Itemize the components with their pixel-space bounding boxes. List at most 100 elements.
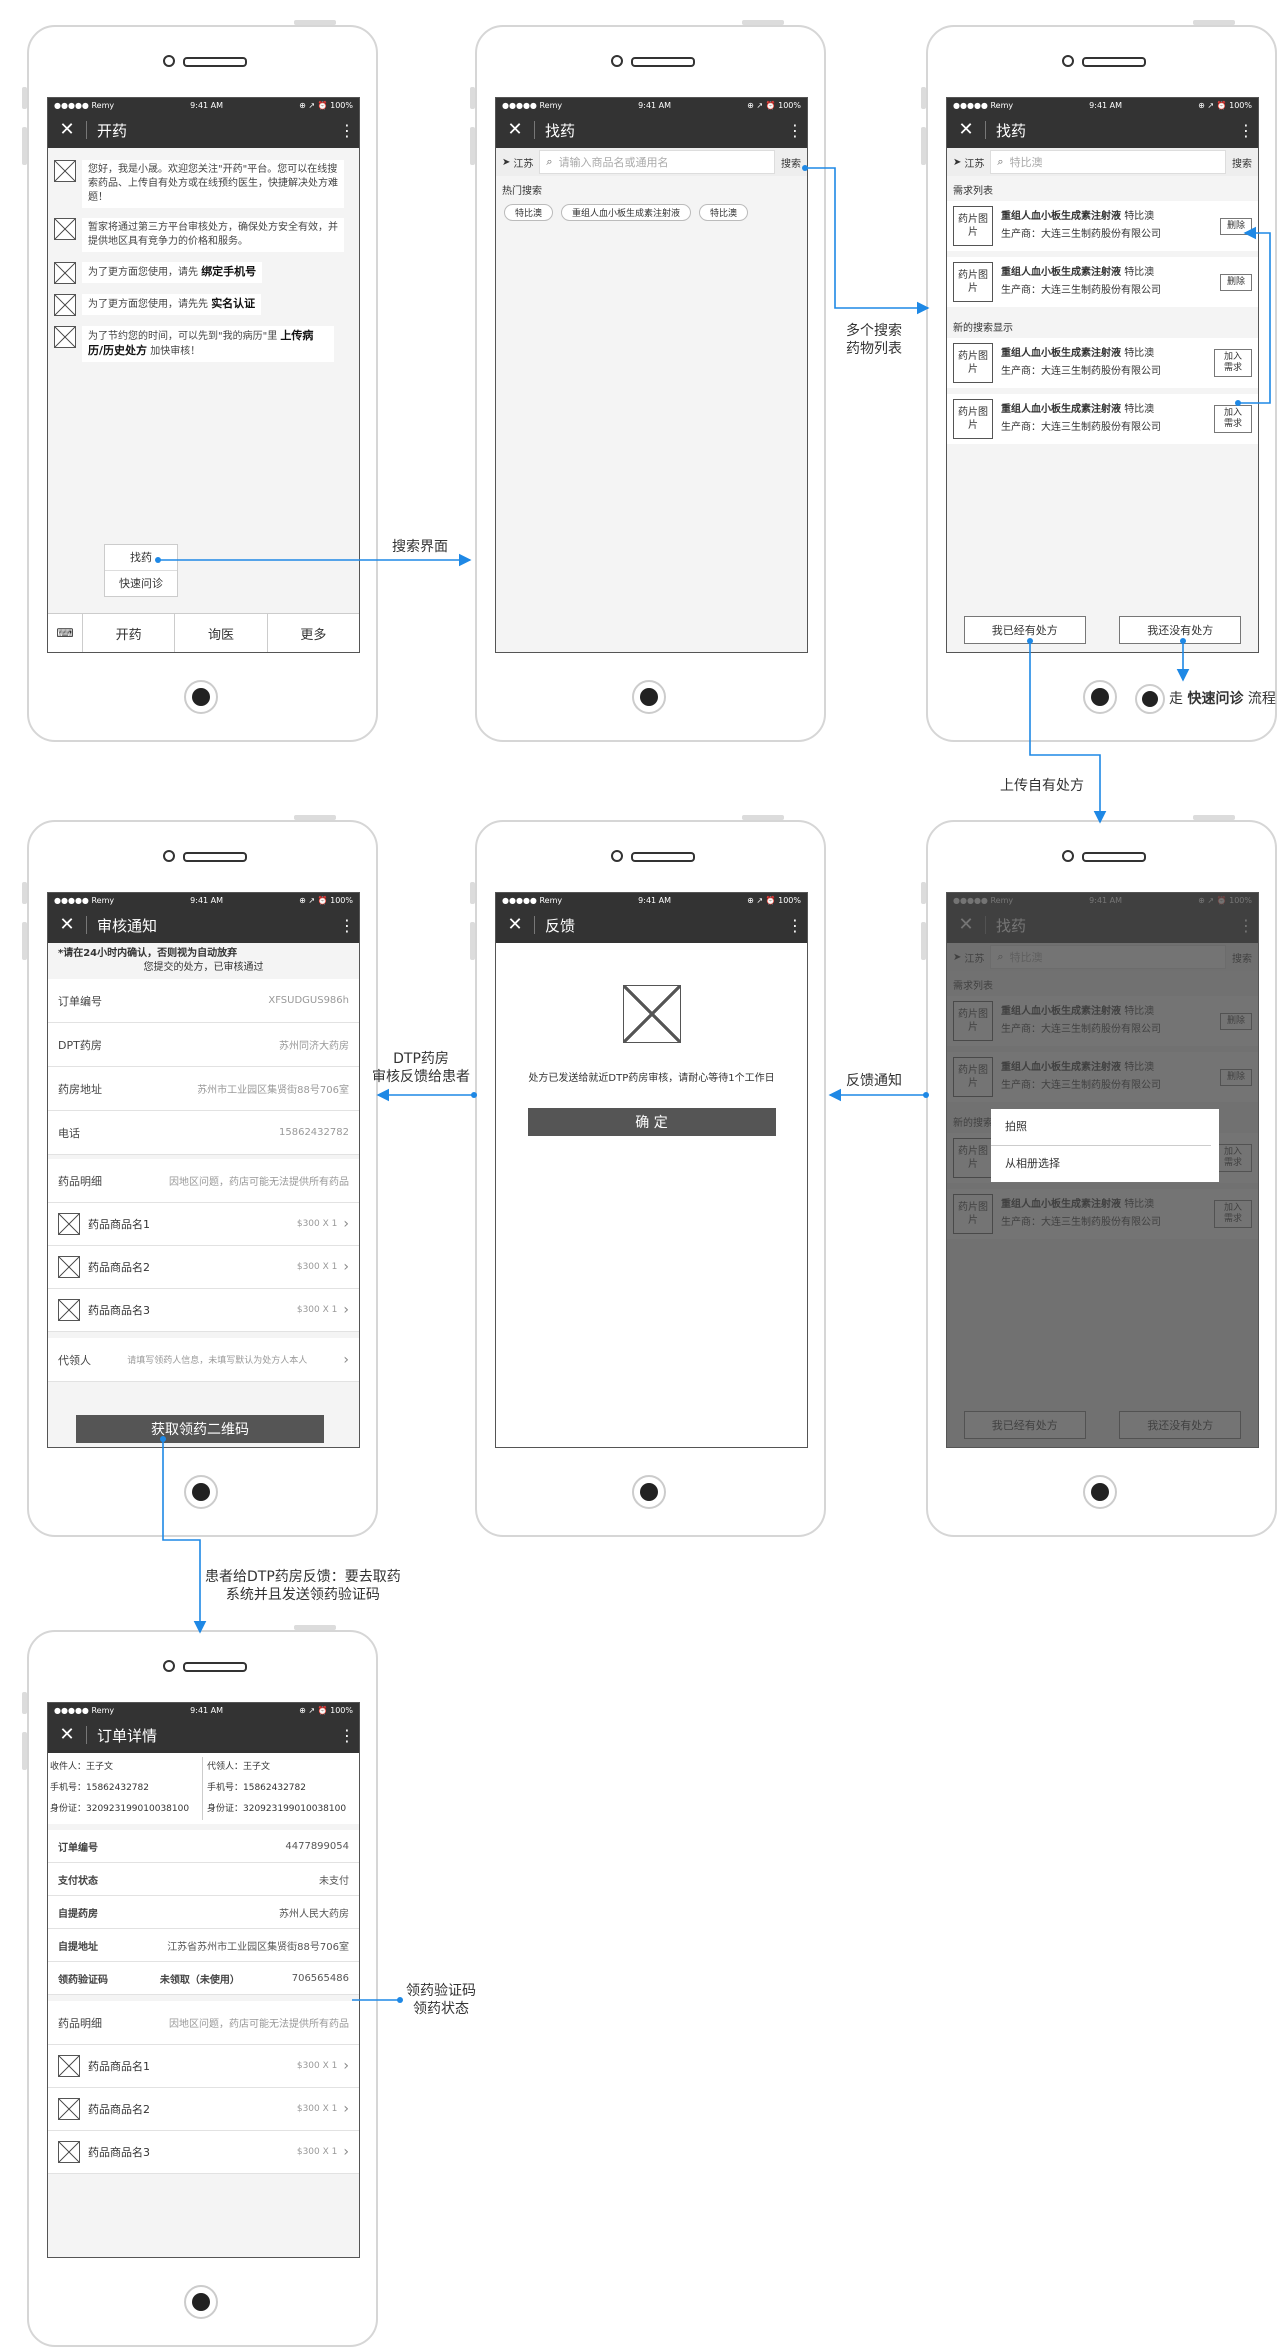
- list-item[interactable]: 药片图片重组人血小板生成素注射液 特比澳生产商：大连三生制药股份有限公司删除: [947, 257, 1258, 307]
- confirm-button[interactable]: 确 定: [527, 1108, 776, 1136]
- page-title: 找药: [996, 121, 1027, 140]
- delete-button[interactable]: 删除: [1219, 273, 1252, 291]
- drug-detail-row: 药品明细因地区问题，药店可能无法提供所有药品: [48, 2001, 359, 2045]
- search-input[interactable]: ⌕请输入商品名或通用名: [539, 150, 775, 174]
- more-icon[interactable]: ⋮: [787, 120, 803, 140]
- tab-more[interactable]: 更多: [300, 627, 327, 643]
- list-item[interactable]: 药片图片重组人血小板生成素注射液 特比澳生产商：大连三生制药股份有限公司删除: [947, 201, 1258, 251]
- search-bar: ➤ 江苏 ⌕请输入商品名或通用名 搜索: [496, 148, 807, 176]
- pharmacy-row: DPT药房苏州同济大药房: [48, 1023, 359, 1067]
- label-verify-status: 领药验证码 领药状态: [406, 1983, 476, 2017]
- drug-thumb-icon: [58, 2141, 80, 2163]
- close-icon[interactable]: ✕: [947, 121, 986, 139]
- more-icon[interactable]: ⋮: [1238, 120, 1254, 140]
- verify-code-row: 领药验证码未领取（未使用）706565486: [48, 1962, 359, 1995]
- search-button[interactable]: 搜索: [781, 158, 801, 170]
- screen-search-results: ●●●●● Remy 9:41 AM⊕ ↗ ⏰ 100% ✕ 找药 ⋮ ➤ 江苏…: [946, 97, 1259, 653]
- add-demand-button[interactable]: 加入需求: [1214, 349, 1252, 377]
- add-demand-button[interactable]: 加入需求: [1214, 405, 1252, 433]
- status-bar: ●●●●● Remy 9:41 AM⊕ ↗ ⏰ 100%: [947, 98, 1258, 112]
- section-new-search: 新的搜索显示: [953, 323, 1013, 334]
- chevron-right-icon: ›: [343, 1216, 349, 1232]
- more-icon[interactable]: ⋮: [339, 915, 355, 935]
- home-button: [184, 1475, 218, 1509]
- camera-icon: [163, 850, 175, 862]
- phone-frame-2: ●●●●● Remy 9:41 AM⊕ ↗ ⏰ 100% ✕ 找药 ⋮ ➤ 江苏…: [470, 20, 826, 742]
- more-icon[interactable]: ⋮: [339, 1725, 355, 1745]
- close-icon[interactable]: ✕: [496, 121, 535, 139]
- hot-tag[interactable]: 特比澳: [699, 204, 749, 221]
- avatar-icon: [54, 218, 76, 240]
- pickup-pharmacy-row: 自提药房苏州人民大药房: [48, 1896, 359, 1929]
- page-title: 找药: [545, 121, 576, 140]
- more-icon[interactable]: ⋮: [787, 915, 803, 935]
- home-button: [184, 680, 218, 714]
- hot-tag[interactable]: 特比澳: [504, 204, 554, 221]
- real-name-link[interactable]: 实名认证: [211, 297, 256, 310]
- arrow-upload: [1029, 641, 1107, 824]
- agent-row[interactable]: 代领人请填写领药人信息，未填写默认为处方人本人›: [48, 1338, 359, 1382]
- menu-item-find-drug[interactable]: 找药: [105, 545, 177, 571]
- list-item[interactable]: 药片图片重组人血小板生成素注射液 特比澳生产商：大连三生制药股份有限公司加入需求: [947, 338, 1258, 388]
- upload-history-link[interactable]: 上传病历/历史处方: [88, 329, 314, 357]
- screen-upload-sheet: ●●●●● Remy 9:41 AM⊕ ↗ ⏰ 100% ✕ 找药 ⋮ ➤ 江苏…: [946, 892, 1259, 1448]
- phone-frame-6: ●●●●● Remy 9:41 AM⊕ ↗ ⏰ 100% ✕ 找药 ⋮ ➤ 江苏…: [921, 815, 1277, 1537]
- speaker-icon: [183, 57, 247, 67]
- take-photo-option[interactable]: 拍照: [991, 1109, 1211, 1146]
- page-title: 审核通知: [97, 916, 158, 935]
- get-qr-button[interactable]: 获取领药二维码: [76, 1415, 324, 1443]
- close-icon[interactable]: ✕: [48, 121, 87, 139]
- location-icon: ➤: [953, 156, 962, 168]
- table-row[interactable]: 药品商品名3$300 X 1›: [48, 2131, 359, 2174]
- table-row[interactable]: 药品商品名1$300 X 1›: [48, 1203, 359, 1246]
- choose-album-option[interactable]: 从相册选择: [1005, 1157, 1060, 1170]
- hot-tag[interactable]: 重组人血小板生成素注射液: [561, 204, 692, 221]
- keyboard-icon[interactable]: ⌨: [48, 614, 83, 652]
- nav-bar: ✕ 订单详情 ⋮: [48, 1717, 359, 1753]
- label-search-ui: 搜索界面: [392, 539, 448, 555]
- search-button[interactable]: 搜索: [1232, 158, 1252, 170]
- page-title: 反馈: [545, 916, 576, 935]
- menu-item-quick-consult[interactable]: 快速问诊: [119, 577, 163, 590]
- city-selector[interactable]: 江苏: [513, 158, 534, 170]
- more-icon[interactable]: ⋮: [339, 120, 355, 140]
- nav-bar: ✕ 开药 ⋮: [48, 112, 359, 148]
- phone-frame-5: ●●●●● Remy 9:41 AM⊕ ↗ ⏰ 100% ✕ 反馈 ⋮ 处方已发…: [470, 815, 826, 1537]
- bind-phone-link[interactable]: 绑定手机号: [201, 265, 257, 278]
- search-input[interactable]: ⌕特比澳: [990, 150, 1226, 174]
- label-quick-consult: 走 快速问诊 流程: [1135, 684, 1276, 714]
- chevron-right-icon: ›: [343, 1302, 349, 1318]
- chat-message: 您好，我是小晟。欢迎您关注"开药"平台。您可以在线搜索药品、上传自有处方或在线预…: [48, 154, 359, 212]
- nav-bar: ✕ 找药 ⋮: [947, 112, 1258, 148]
- table-row[interactable]: 药品商品名2$300 X 1›: [48, 2088, 359, 2131]
- tab-xunyi[interactable]: 询医: [175, 614, 268, 652]
- table-row[interactable]: 药品商品名3$300 X 1›: [48, 1289, 359, 1332]
- table-row[interactable]: 药品商品名1$300 X 1›: [48, 2045, 359, 2088]
- chevron-right-icon: ›: [343, 1351, 349, 1368]
- have-prescription-button[interactable]: 我已经有处方: [963, 616, 1086, 644]
- drug-image: 药片图片: [953, 343, 993, 383]
- image-placeholder-icon: [622, 985, 681, 1043]
- close-icon[interactable]: ✕: [48, 1726, 87, 1744]
- city-selector[interactable]: 江苏: [964, 158, 985, 170]
- avatar-icon: [54, 160, 76, 182]
- table-row[interactable]: 药品商品名2$300 X 1›: [48, 1246, 359, 1289]
- tab-kaiyao[interactable]: 开药: [83, 614, 176, 652]
- nav-bar: ✕ 反馈 ⋮: [496, 907, 807, 943]
- list-item[interactable]: 药片图片重组人血小板生成素注射液 特比澳生产商：大连三生制药股份有限公司加入需求: [947, 394, 1258, 444]
- close-icon[interactable]: ✕: [496, 916, 535, 934]
- address-row: 药房地址苏州市工业园区集贤街88号706室: [48, 1067, 359, 1111]
- arrow-to-order: [162, 1439, 207, 1634]
- arrow-add-demand: [1238, 226, 1271, 404]
- chevron-right-icon: ›: [343, 2144, 349, 2160]
- drug-image: 药片图片: [953, 206, 993, 246]
- drug-image: 药片图片: [953, 262, 993, 302]
- avatar-icon: [54, 262, 76, 284]
- home-button: [632, 680, 666, 714]
- drug-thumb-icon: [58, 1213, 80, 1235]
- section-demand-list: 需求列表: [953, 186, 993, 197]
- close-icon[interactable]: ✕: [48, 916, 87, 934]
- no-prescription-button[interactable]: 我还没有处方: [1119, 616, 1242, 644]
